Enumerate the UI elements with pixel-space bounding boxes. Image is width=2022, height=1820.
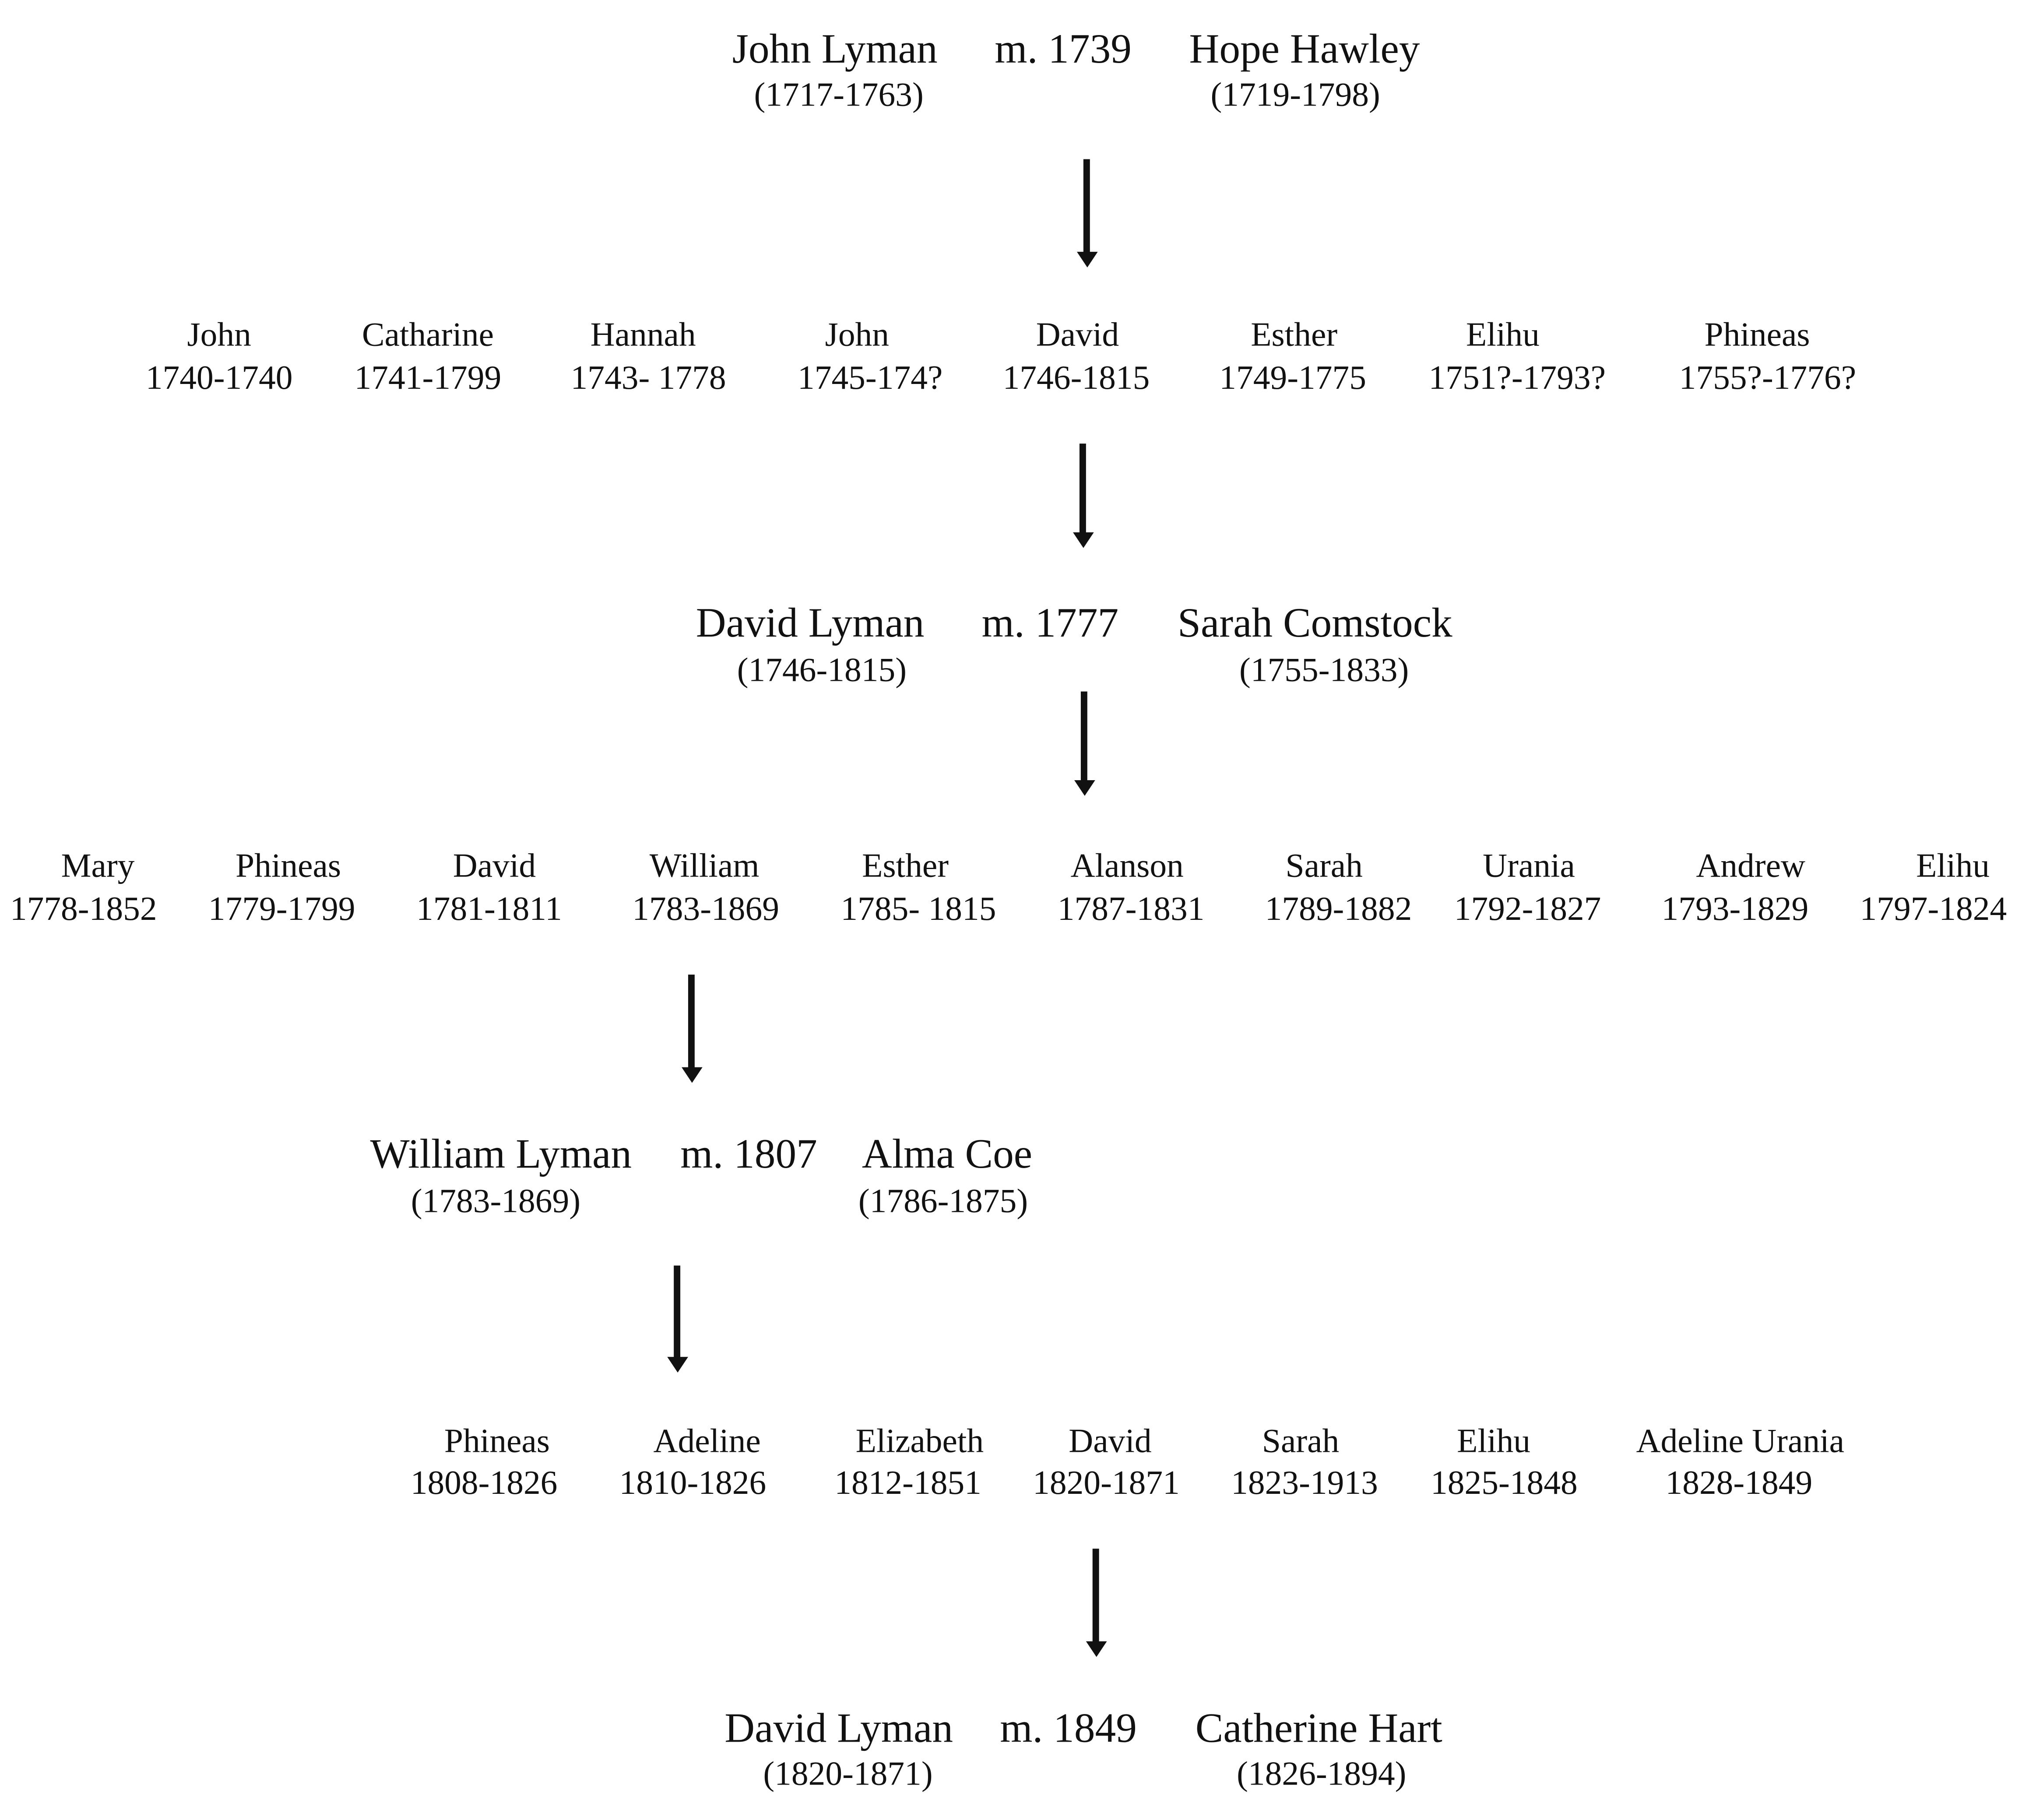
child-dates: 1810-1826 [619,1464,767,1502]
child-dates: 1793-1829 [1661,890,1809,928]
child-dates: 1778-1852 [10,890,157,928]
child-dates: 1785- 1815 [840,890,996,928]
child-dates: 1789-1882 [1265,890,1412,928]
child-name: Elizabeth [855,1422,984,1460]
wife-name: Alma Coe [862,1130,1033,1177]
child-name: David [1069,1422,1152,1460]
child-dates: 1751?-1793? [1428,359,1606,397]
down-arrow-icon [1083,159,1090,255]
child-dates: 1808-1826 [410,1464,558,1502]
child-name: David [453,847,536,885]
marriage-year: m. 1849 [1000,1704,1137,1751]
child-name: Andrew [1696,847,1805,885]
child-dates: 1820-1871 [1033,1464,1180,1502]
child-name: Esther [862,847,949,885]
child-name: Mary [61,847,135,885]
down-arrow-icon [1080,691,1087,783]
child-name: William [649,847,760,885]
child-name: Adeline Urania [1636,1422,1845,1460]
child-name: David [1036,316,1119,354]
child-name: Phineas [236,847,341,885]
child-dates: 1779-1799 [208,890,355,928]
husband-dates: (1783-1869) [411,1182,581,1220]
wife-name: Hope Hawley [1189,25,1420,72]
husband-dates: (1820-1871) [763,1755,933,1793]
child-dates: 1743- 1778 [570,359,726,397]
husband-dates: (1746-1815) [737,651,907,689]
child-name: Phineas [1704,316,1810,354]
child-name: John [825,316,890,354]
down-arrow-icon [674,1265,681,1360]
child-dates: 1781-1811 [416,890,562,928]
child-dates: 1787-1831 [1057,890,1205,928]
child-name: Alanson [1070,847,1184,885]
child-dates: 1746-1815 [1002,359,1150,397]
marriage-year: m. 1807 [680,1130,817,1177]
wife-name: Catherine Hart [1195,1704,1442,1751]
down-arrow-icon [688,975,695,1070]
child-dates: 1792-1827 [1454,890,1601,928]
down-arrow-icon [1079,444,1086,535]
child-dates: 1783-1869 [632,890,780,928]
child-dates: 1741-1799 [354,359,502,397]
husband-name: John Lyman [732,25,938,72]
wife-name: Sarah Comstock [1177,598,1452,646]
husband-name: David Lyman [724,1704,953,1751]
wife-dates: (1755-1833) [1239,651,1409,689]
down-arrow-icon [1092,1549,1099,1644]
child-name: Hannah [590,316,696,354]
wife-dates: (1786-1875) [858,1182,1028,1220]
marriage-year: m. 1777 [981,598,1119,646]
husband-name: William Lyman [370,1130,632,1177]
child-dates: 1812-1851 [834,1464,981,1502]
child-dates: 1745-174? [797,359,943,397]
child-dates: 1755?-1776? [1679,359,1857,397]
child-name: Catharine [362,316,494,354]
child-name: Elihu [1466,316,1540,354]
child-dates: 1823-1913 [1231,1464,1378,1502]
child-dates: 1749-1775 [1219,359,1367,397]
wife-dates: (1826-1894) [1237,1755,1407,1793]
child-name: Sarah [1285,847,1363,885]
child-name: John [187,316,251,354]
child-dates: 1828-1849 [1665,1464,1813,1502]
child-dates: 1740-1740 [145,359,293,397]
child-name: Urania [1483,847,1575,885]
child-dates: 1797-1824 [1860,890,2007,928]
child-name: Sarah [1262,1422,1340,1460]
marriage-year: m. 1739 [995,25,1132,72]
husband-dates: (1717-1763) [754,75,924,114]
child-name: Adeline [653,1422,761,1460]
child-name: Elihu [1916,847,1990,885]
wife-dates: (1719-1798) [1210,75,1380,114]
husband-name: David Lyman [696,598,925,646]
child-dates: 1825-1848 [1431,1464,1578,1502]
child-name: Esther [1251,316,1338,354]
child-name: Phineas [444,1422,550,1460]
child-name: Elihu [1457,1422,1531,1460]
